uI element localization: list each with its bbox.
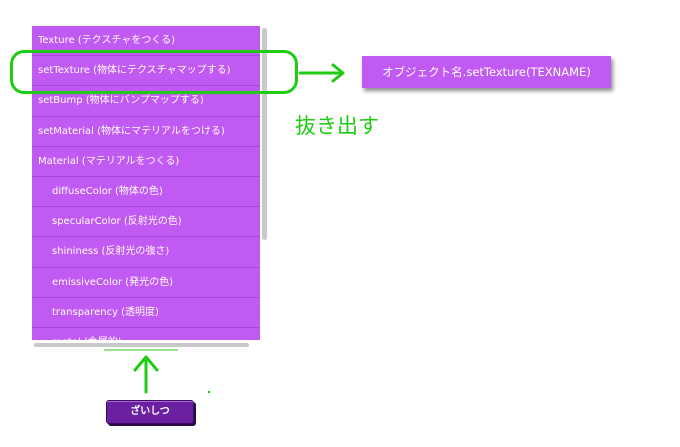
list-item[interactable]: Material (マテリアルをつくる) (32, 147, 260, 177)
list-item[interactable]: Texture (テクスチャをつくる) (32, 26, 260, 57)
decorative-dot (208, 391, 210, 393)
list-item[interactable]: shininess (反射光の強さ) (32, 237, 260, 268)
list-item[interactable]: specularColor (反射光の色) (32, 207, 260, 238)
vertical-scrollbar[interactable] (262, 28, 267, 240)
up-arrow-icon (133, 355, 159, 394)
right-arrow-icon (298, 63, 345, 83)
horizontal-scrollbar[interactable] (34, 343, 249, 347)
method-signature-box: オブジェクト名.setTexture(TEXNAME) (362, 56, 611, 88)
method-list: Texture (テクスチャをつくる) setTexture (物体にテクスチャ… (32, 26, 260, 340)
highlight-ring (10, 50, 298, 94)
list-item[interactable]: metal (金属的) (32, 328, 260, 340)
scroll-indicator-line (104, 349, 178, 351)
list-item[interactable]: setMaterial (物体にマテリアルをつける) (32, 117, 260, 147)
list-item[interactable]: setBump (物体にバンプマップする) (32, 86, 260, 117)
back-button[interactable]: ざいしつ (106, 400, 194, 424)
extract-label: 抜き出す (295, 114, 379, 138)
list-item[interactable]: setTexture (物体にテクスチャマップする) (32, 56, 260, 87)
list-item[interactable]: diffuseColor (物体の色) (32, 177, 260, 208)
list-item[interactable]: transparency (透明度) (32, 298, 260, 328)
list-item[interactable]: emissiveColor (発光の色) (32, 268, 260, 298)
